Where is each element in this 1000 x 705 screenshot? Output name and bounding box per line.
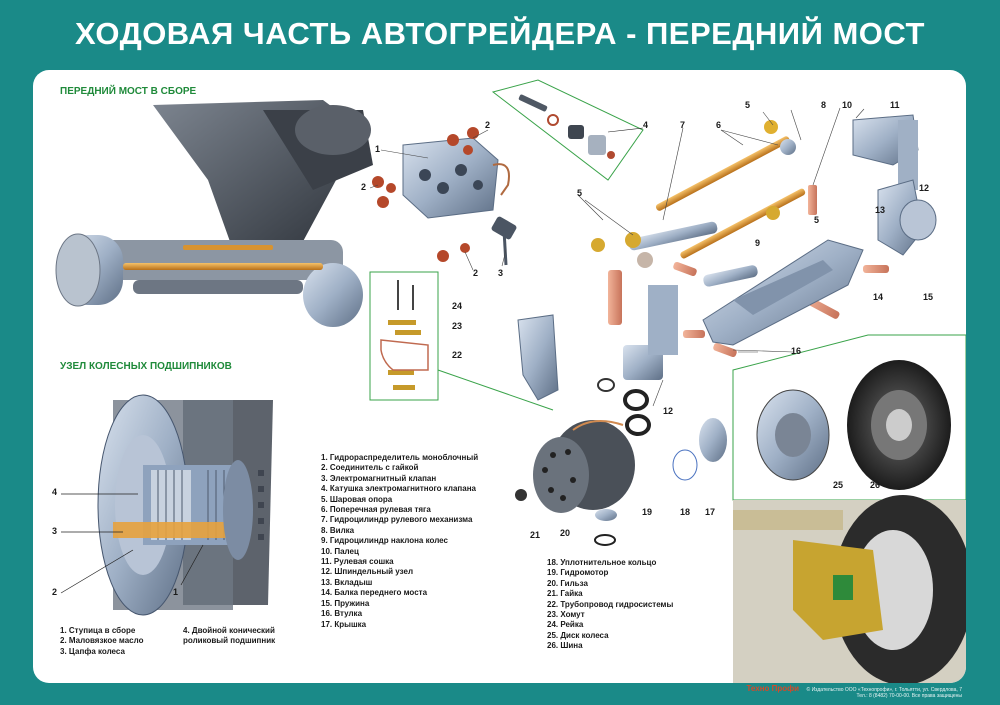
footer-line-1: © Издательство ООО «Технопрофи», г. Толь…: [806, 687, 963, 693]
callout-26: 26: [870, 480, 881, 490]
wheel-detail: [732, 334, 966, 501]
legend-item: 25. Диск колеса: [547, 630, 609, 640]
legend-item: 7. Гидроцилиндр рулевого механизма: [321, 515, 473, 525]
legend-item: 26. Шина: [547, 641, 583, 651]
callout-bearing-2: 2: [52, 587, 58, 597]
legend-item: 14. Балка переднего моста: [321, 588, 428, 598]
callout-23: 23: [452, 321, 463, 331]
hydraulic-motor-part: [533, 420, 635, 513]
callout-12b: 12: [663, 406, 674, 416]
callout-bearing-4: 4: [52, 487, 58, 497]
page-title: ХОДОВАЯ ЧАСТЬ АВТОГРЕЙДЕРА - ПЕРЕДНИЙ МО…: [75, 16, 925, 51]
exploded-diagram: [55, 79, 966, 683]
callout-18: 18: [680, 507, 691, 517]
legend-item: 21. Гайка: [547, 589, 583, 599]
legend-item: 20. Гильза: [547, 578, 588, 588]
legend-item: 2. Соединитель с гайкой: [321, 463, 419, 473]
callout-2a: 2: [485, 120, 491, 130]
callout-9: 9: [755, 238, 761, 248]
callout-19: 19: [642, 507, 653, 517]
callout-5a: 5: [745, 100, 751, 110]
legend-item: 6. Поперечная рулевая тяга: [321, 505, 431, 515]
callout-14: 14: [873, 292, 884, 302]
callout-3: 3: [498, 268, 504, 278]
callout-bearing-3: 3: [52, 526, 58, 536]
tilt-cylinder-part: [703, 265, 758, 287]
spindle-unit-part: [623, 179, 937, 380]
footer-line-2: Тел.: 8 (8482) 70-00-00. Все права защищ…: [856, 693, 963, 699]
legend-item: 9. Гидроцилиндр наклона колес: [321, 536, 448, 546]
legend-main-right: 18. Уплотнительное кольцо 19. Гидромотор…: [547, 558, 673, 652]
legend-item: роликовый подшипник: [183, 636, 276, 646]
callout-5c: 5: [814, 215, 820, 225]
legend-item: 12. Шпиндельный узел: [321, 567, 414, 577]
legend-item: 13. Вкладыш: [321, 577, 373, 587]
legend-item: 8. Вилка: [321, 525, 355, 535]
legend-item: 4. Катушка электромагнитного клапана: [321, 484, 476, 494]
section-title-bearing-unit: УЗЕЛ КОЛЕСНЫХ ПОДШИПНИКОВ: [60, 361, 232, 372]
legend-main-left: 1. Гидрораспределитель моноблочный 2. Со…: [321, 453, 478, 630]
callout-16: 16: [791, 346, 802, 356]
legend-item: 3. Цапфа колеса: [60, 646, 125, 656]
legend-bearing-right: 4. Двойной конический роликовый подшипни…: [183, 626, 275, 647]
legend-item: 18. Уплотнительное кольцо: [547, 558, 657, 567]
legend-item: 17. Крышка: [321, 619, 367, 629]
legend-item: 16. Втулка: [321, 609, 363, 619]
hydraulic-distributor-part: [372, 127, 517, 266]
legend-item: 2. Маловязкое масло: [60, 636, 144, 646]
callout-1: 1: [375, 144, 381, 154]
legend-item: 5. Шаровая опора: [321, 494, 393, 504]
legend-item: 23. Хомут: [547, 610, 585, 620]
callout-2b: 2: [361, 182, 367, 192]
legend-item: 19. Гидромотор: [547, 568, 609, 578]
legend-bearing-left: 1. Ступица в сборе 2. Маловязкое масло 3…: [60, 626, 143, 657]
legend-item: 10. Палец: [321, 546, 359, 556]
legend-item: 4. Двойной конический: [183, 626, 275, 635]
steering-arm-part: [852, 114, 919, 190]
callout-17: 17: [705, 507, 716, 517]
callout-11: 11: [890, 100, 900, 110]
legend-item: 1. Ступица в сборе: [60, 626, 136, 635]
callout-20: 20: [560, 528, 571, 538]
legend-item: 3. Электромагнитный клапан: [321, 473, 437, 483]
steering-rods: [591, 120, 806, 268]
callout-13: 13: [875, 205, 886, 215]
callout-22: 22: [452, 350, 463, 360]
bracket-part: [517, 314, 559, 401]
callout-7: 7: [680, 120, 686, 130]
assembly-photo: [733, 495, 966, 683]
legend-item: 24. Рейка: [547, 620, 584, 630]
hydraulic-tubing-detail: [369, 271, 554, 411]
seal-rings: [515, 378, 727, 546]
legend-item: 11. Рулевая сошка: [321, 557, 394, 567]
callout-21: 21: [530, 530, 541, 540]
legend-item: 22. Трубопровод гидросистемы: [547, 599, 674, 609]
callout-15: 15: [923, 292, 934, 302]
callout-10: 10: [842, 100, 853, 110]
callout-25: 25: [833, 480, 844, 490]
callout-6: 6: [716, 120, 722, 130]
wheel-bearing-cutaway-image: [60, 394, 273, 616]
poster-panel: ПЕРЕДНИЙ МОСТ В СБОРЕ УЗЕЛ КОЛЕСНЫХ ПОДШ…: [33, 70, 966, 683]
callout-8: 8: [821, 100, 827, 110]
callout-12a: 12: [919, 183, 930, 193]
publisher-footer: Техно Профи © Издательство ООО «Технопро…: [746, 684, 963, 700]
title-bar: ХОДОВАЯ ЧАСТЬ АВТОГРЕЙДЕРА - ПЕРЕДНИЙ МО…: [0, 0, 1000, 68]
publisher-logo: Техно Профи: [746, 684, 800, 693]
legend-item: 15. Пружина: [321, 598, 370, 608]
callout-5b: 5: [577, 188, 583, 198]
callout-bearing-1: 1: [173, 587, 179, 597]
solenoid-valve-detail: [491, 79, 644, 181]
callout-24: 24: [452, 301, 463, 311]
front-axle-assembly-image: [55, 100, 373, 327]
section-title-front-axle: ПЕРЕДНИЙ МОСТ В СБОРЕ: [60, 86, 197, 97]
callout-4: 4: [643, 120, 649, 130]
legend-item: 1. Гидрораспределитель моноблочный: [321, 453, 479, 462]
callout-2c: 2: [473, 268, 479, 278]
